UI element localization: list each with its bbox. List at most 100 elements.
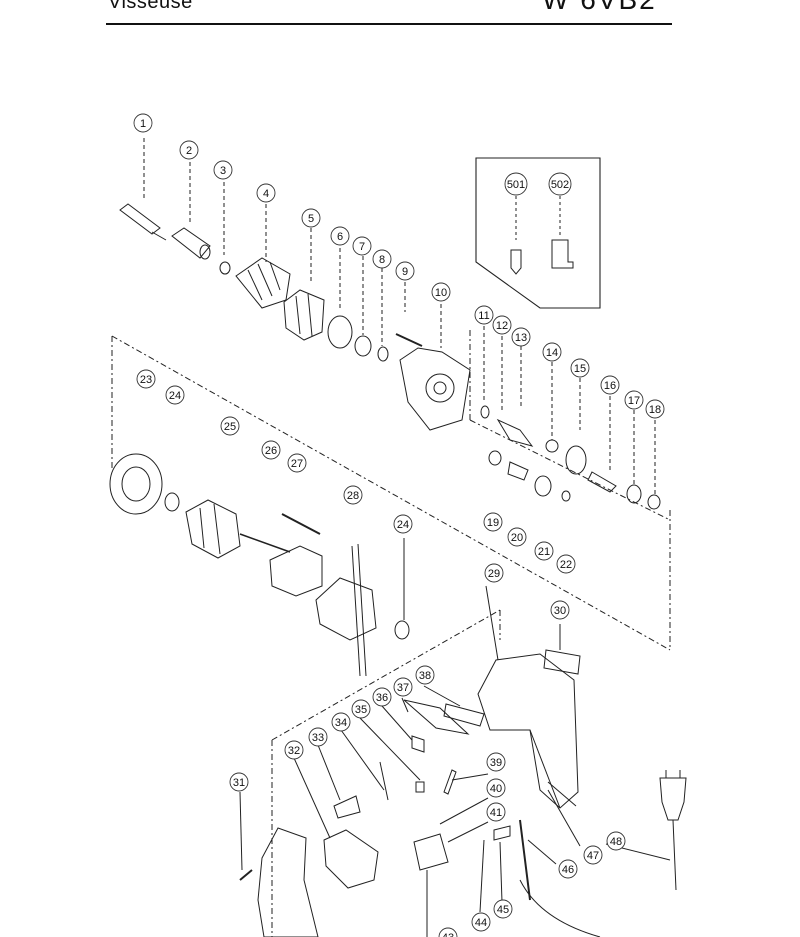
callout-label: 12 xyxy=(496,320,508,332)
callout-c28: 28 xyxy=(343,485,363,505)
callout-circle xyxy=(600,375,620,395)
callout-label: 35 xyxy=(355,704,367,716)
callout-label: 44 xyxy=(475,917,487,929)
part-gear-train xyxy=(480,405,661,510)
part-plate-37 xyxy=(403,699,470,735)
part-power-cord xyxy=(519,770,687,937)
callout-label: 13 xyxy=(515,332,527,344)
callout-circle xyxy=(287,453,307,473)
callout-label: 2 xyxy=(186,145,192,157)
callout-circle xyxy=(556,554,576,574)
callout-label: 39 xyxy=(490,757,502,769)
callout-c30: 30 xyxy=(550,600,570,620)
callout-circle xyxy=(504,172,528,196)
callout-label: 25 xyxy=(224,421,236,433)
callout-circle xyxy=(352,236,372,256)
callout-label: 34 xyxy=(335,717,347,729)
callout-c45: 45 xyxy=(493,899,513,919)
part-fan-guide xyxy=(269,545,323,597)
callout-c502: 502 xyxy=(548,172,572,196)
part-gear-case xyxy=(399,347,471,431)
callout-label: 4 xyxy=(263,188,269,200)
callout-c29: 29 xyxy=(484,563,504,583)
callout-label: 43 xyxy=(442,932,454,937)
callout-circle xyxy=(474,305,494,325)
callout-c25: 25 xyxy=(220,416,240,436)
callout-label: 502 xyxy=(551,179,569,191)
callout-c1: 1 xyxy=(133,113,153,133)
callout-label: 6 xyxy=(337,231,343,243)
callout-c26: 26 xyxy=(261,440,281,460)
callout-c15: 15 xyxy=(570,358,590,378)
callout-c41: 41 xyxy=(486,802,506,822)
callout-circle xyxy=(393,677,413,697)
callout-label: 11 xyxy=(478,310,489,322)
callout-c33: 33 xyxy=(308,727,328,747)
callout-label: 8 xyxy=(379,254,385,266)
callout-circle xyxy=(431,282,451,302)
callout-c23: 23 xyxy=(136,369,156,389)
callout-circle xyxy=(645,399,665,419)
callout-label: 5 xyxy=(308,213,314,225)
callout-label: 22 xyxy=(560,559,572,571)
callout-label: 21 xyxy=(538,546,550,558)
callout-c20: 20 xyxy=(507,527,527,547)
callout-c10: 10 xyxy=(431,282,451,302)
part-cage xyxy=(283,289,325,341)
callout-c24a: 24 xyxy=(165,385,185,405)
leader-lines xyxy=(239,538,671,937)
callout-circle xyxy=(351,699,371,719)
callout-circle xyxy=(606,831,626,851)
callout-c3: 3 xyxy=(213,160,233,180)
part-bearing-rear xyxy=(394,620,410,640)
callout-circle xyxy=(343,485,363,505)
callout-circle xyxy=(534,541,554,561)
callout-c2: 2 xyxy=(179,140,199,160)
callout-c39: 39 xyxy=(486,752,506,772)
callout-c8: 8 xyxy=(372,249,392,269)
part-sleeve xyxy=(171,227,211,260)
header-model: W 6VB2 xyxy=(542,0,657,16)
callout-label: 9 xyxy=(402,266,408,278)
callout-circle xyxy=(165,385,185,405)
part-o-ring xyxy=(327,315,353,349)
callout-circle xyxy=(486,778,506,798)
callout-label: 14 xyxy=(546,347,558,359)
callout-c35: 35 xyxy=(351,699,371,719)
callout-circle xyxy=(483,512,503,532)
part-bearing xyxy=(164,492,180,512)
callout-circle xyxy=(624,390,644,410)
part-stator xyxy=(315,543,377,677)
callout-label: 3 xyxy=(220,165,226,177)
callout-group: 1234567891011121314151617181920212223242… xyxy=(133,113,665,937)
part-screw-long xyxy=(281,513,321,535)
callout-label: 38 xyxy=(419,670,431,682)
callout-circle xyxy=(229,772,249,792)
callout-circle xyxy=(511,327,531,347)
callout-label: 45 xyxy=(497,904,509,916)
callout-c47: 47 xyxy=(583,845,603,865)
callout-circle xyxy=(484,563,504,583)
callout-label: 31 xyxy=(233,777,245,789)
callout-c43: 43 xyxy=(438,927,458,937)
callout-circle xyxy=(486,752,506,772)
callout-label: 15 xyxy=(574,363,586,375)
callout-circle xyxy=(372,687,392,707)
callout-circle xyxy=(558,859,578,879)
callout-c34: 34 xyxy=(331,712,351,732)
callout-label: 23 xyxy=(140,374,152,386)
callout-label: 46 xyxy=(562,864,574,876)
callout-label: 41 xyxy=(490,807,502,819)
callout-label: 32 xyxy=(288,745,300,757)
callout-c48: 48 xyxy=(606,831,626,851)
callout-label: 20 xyxy=(511,532,523,544)
callout-label: 37 xyxy=(397,682,409,694)
callout-label: 7 xyxy=(359,241,365,253)
callout-c11: 11 xyxy=(474,305,494,325)
callout-c14: 14 xyxy=(542,342,562,362)
accessory-box xyxy=(475,157,601,309)
callout-circle xyxy=(393,514,413,534)
callout-c16: 16 xyxy=(600,375,620,395)
